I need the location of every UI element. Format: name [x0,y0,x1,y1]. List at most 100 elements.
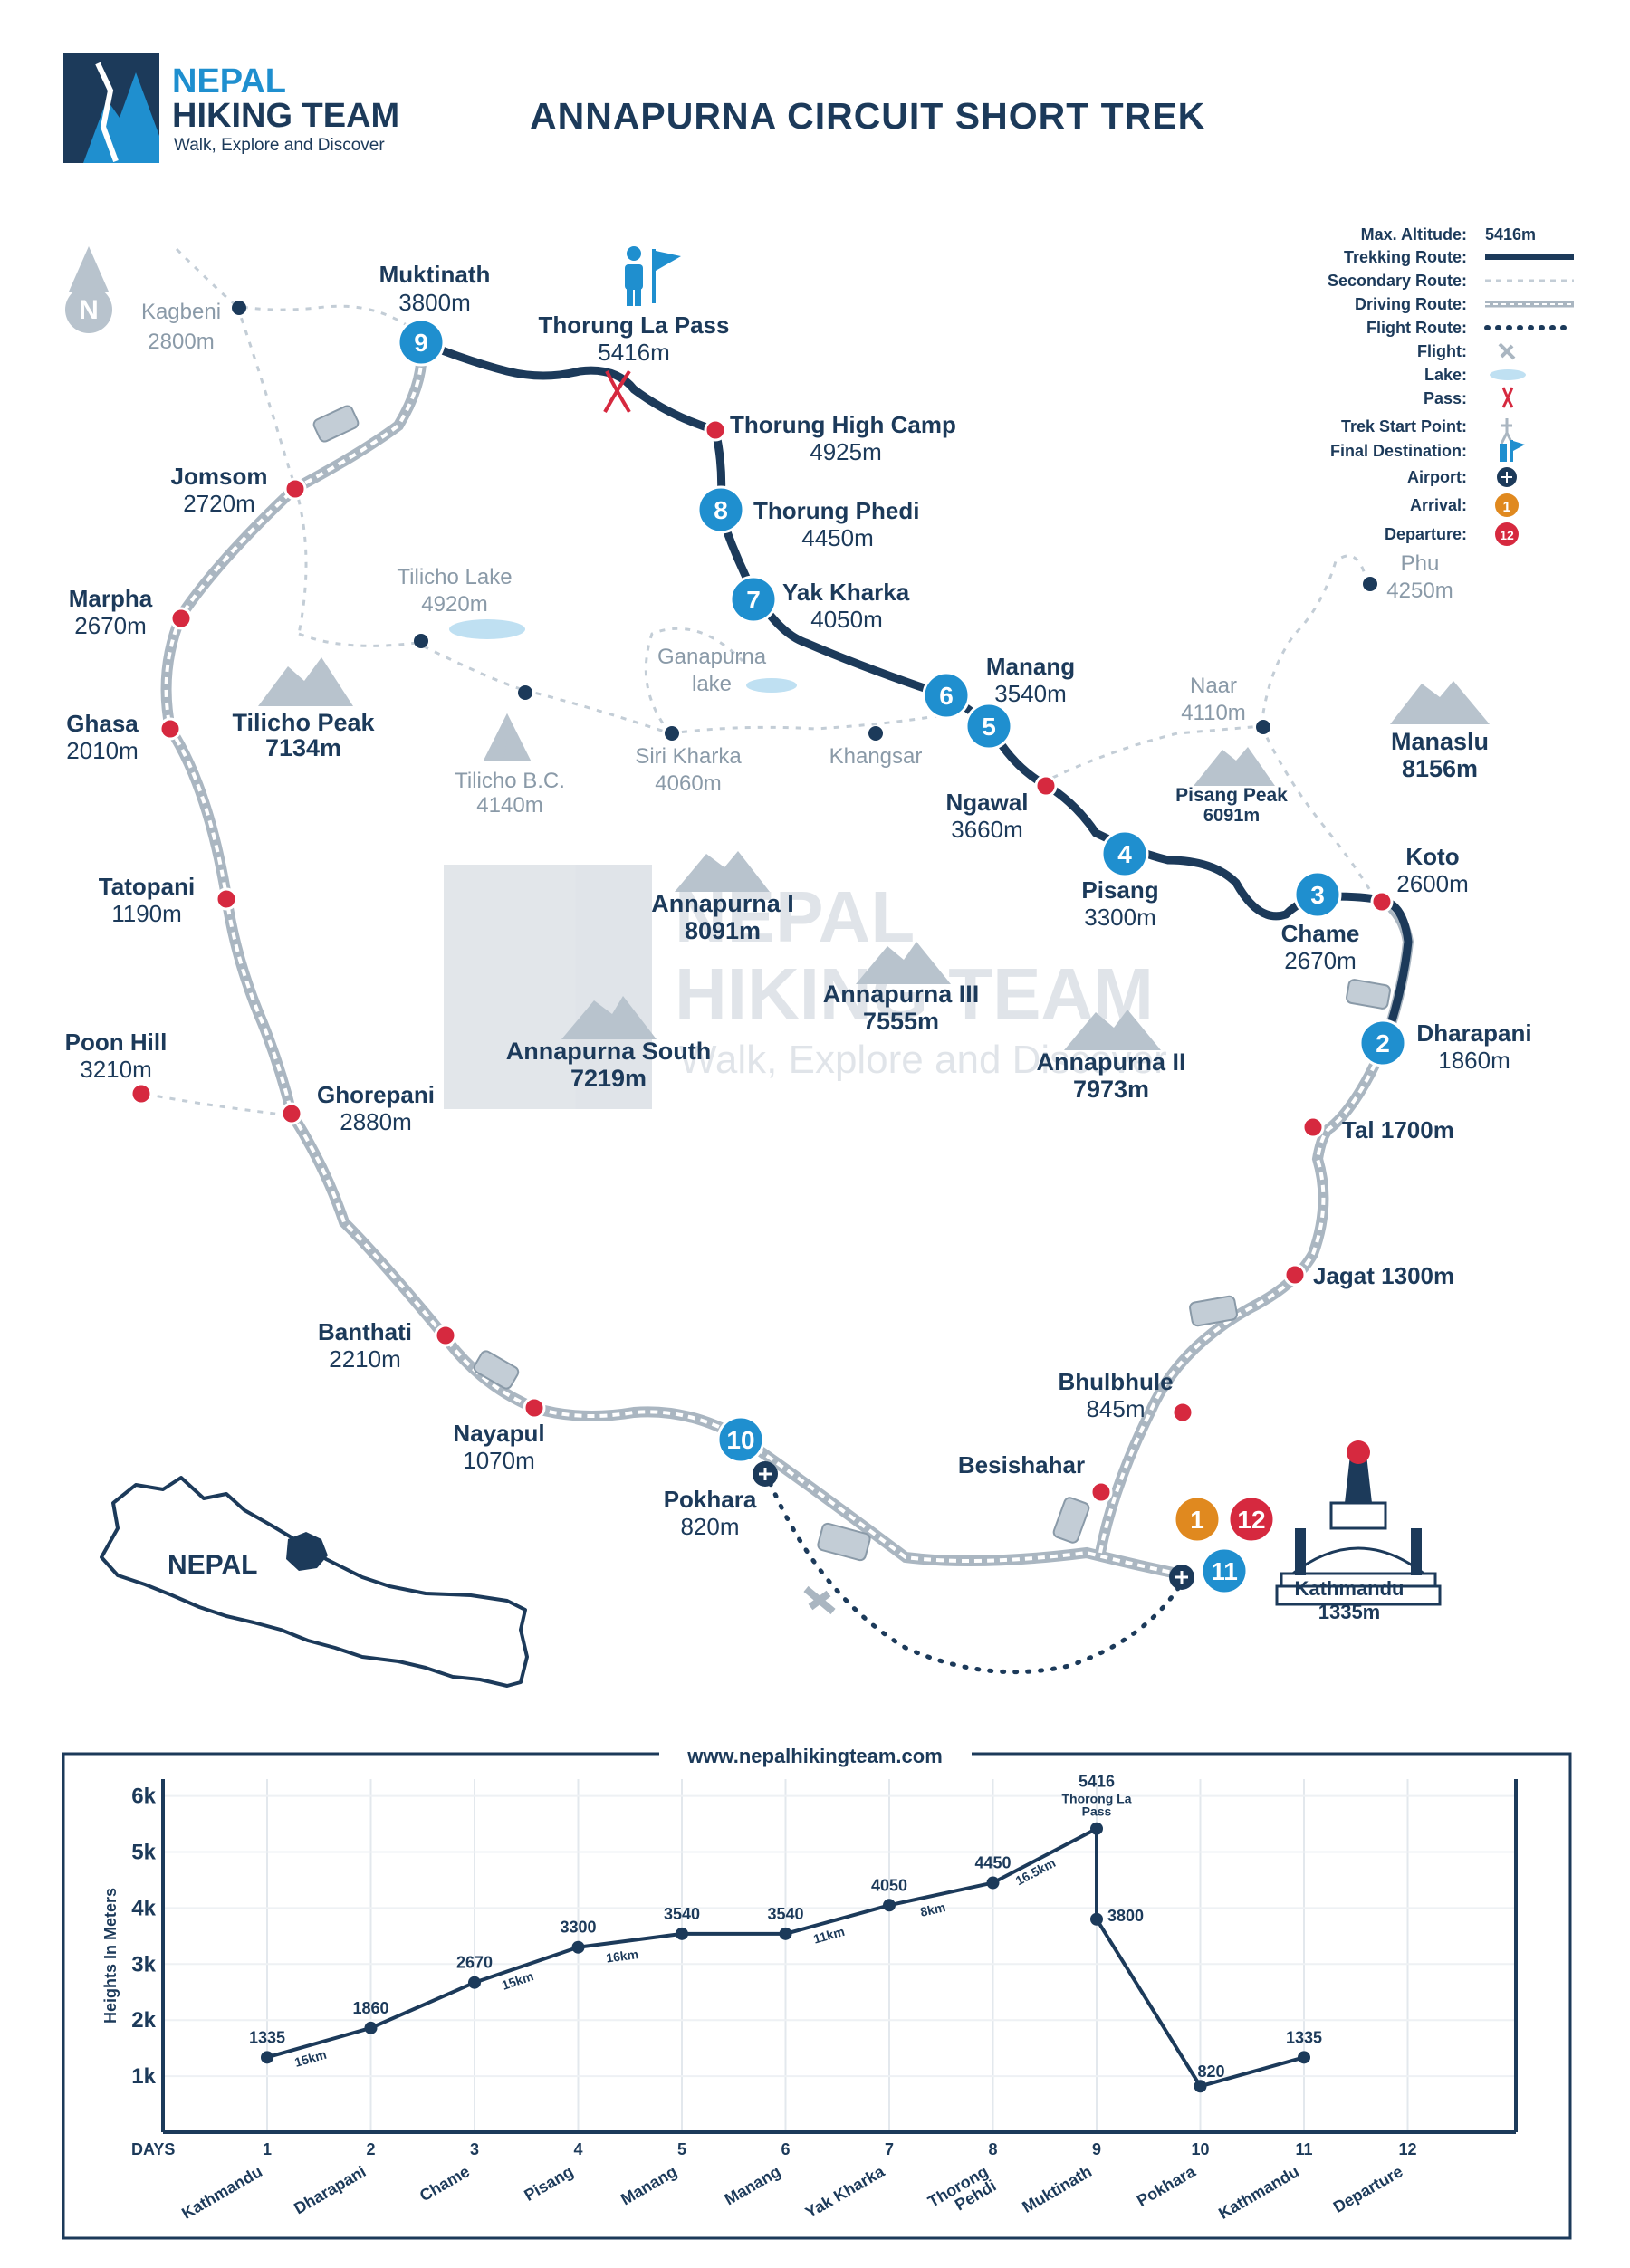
altitude-value-label: 5416 [1079,1773,1115,1791]
place-poon-hill-name: Poon Hill [65,1029,168,1056]
faded-siri-kharka-name: Siri Kharka [635,744,742,769]
altitude-value-label: 820 [1197,2062,1224,2081]
faded-siri-kharka-alt: 4060m [655,771,721,796]
altitude-point [1090,1912,1103,1926]
place-yak-kharka-name: Yak Kharka [782,579,910,606]
mountain-icon [258,657,353,706]
faded-tilicho-lake-alt: 4920m [421,592,487,617]
annapurna-region-icon [286,1532,328,1571]
logo-mountain-icon [83,72,159,163]
tent-icon [483,713,532,761]
day-marker-4-label: 4 [1117,840,1132,868]
place-pokhara-name: Pokhara [664,1486,757,1513]
brand-line1: NEPAL [172,62,286,100]
nepal-outline-icon [100,1476,529,1688]
place-chame-name: Chame [1281,920,1360,947]
x-name-label: Muktinath [1019,2162,1095,2216]
day-marker-10-label: 10 [726,1426,754,1454]
brand-tagline: Walk, Explore and Discover [174,136,385,155]
place-nayapul-name: Nayapul [453,1420,544,1447]
peak-pisang-alt: 6091m [1203,806,1260,826]
day-marker-9 [397,318,446,367]
legend-arrival: Arrival: [1410,496,1467,514]
faded-dots [232,301,1377,741]
x-name-label: Pokhara [1134,2162,1199,2210]
x-name-label: Dharapani [291,2162,369,2217]
day-marker-8 [696,485,745,534]
stop-dots [129,418,1394,1504]
altitude-value-label: 1335 [1286,2028,1322,2046]
legend-hiker-icon [1500,418,1514,445]
place-nayapul-alt: 1070m [463,1447,535,1474]
place-banthati-alt: 2210m [329,1345,401,1373]
altitude-point [468,1976,481,1989]
place-koto-alt: 2600m [1396,870,1469,897]
place-marpha-alt: 2670m [74,612,147,639]
faded-kagbeni-name: Kagbeni [141,300,221,324]
flight-route [762,1469,1189,1675]
pass-icon [603,369,631,414]
legend-driving: Driving Route: [1355,295,1467,313]
place-jomsom-name: Jomsom [171,463,268,490]
departure-marker [1227,1495,1276,1544]
plane-icon [803,1585,836,1615]
day-markers: 6 5 9 8 7 4 3 2 10 11 1 12 [397,318,1407,1595]
day-marker-5-label: 5 [982,713,996,741]
place-ngawal-alt: 3660m [951,816,1023,843]
x-name-text: Pokhara [1134,2162,1199,2210]
altitude-point [986,1876,1000,1890]
day-marker-3 [1293,870,1342,919]
legend-trek-start: Trek Start Point: [1341,417,1467,435]
x-tick-label: 4 [573,2140,582,2158]
peak-tilicho-name: Tilicho Peak [232,709,375,736]
place-chame-alt: 2670m [1284,947,1357,974]
peak-manaslu-alt: 8156m [1402,755,1478,782]
altitude-value-label: 4450 [974,1854,1011,1872]
x-name-label: Yak Kharka [802,2162,888,2222]
x-name-label: Kathmandu [178,2162,265,2223]
x-tick-label: 2 [366,2140,375,2158]
bus-icon [1052,1497,1090,1544]
pass-label: Pass [1082,1804,1112,1819]
altitude-line [266,1825,1305,2089]
faded-tilicho-lake-name: Tilicho Lake [397,565,512,589]
legend-plane-icon [1498,342,1516,360]
faded-naar-name: Naar [1190,674,1237,698]
x-tick-label: 8 [988,2140,997,2158]
place-ghorepani-name: Ghorepani [317,1081,435,1108]
peak-annapurna-2-name: Annapurna II [1036,1048,1185,1076]
place-poon-hill-alt: 3210m [80,1056,152,1083]
website-link[interactable]: www.nepalhikingteam.com [686,1745,943,1767]
legend-final-destination: Final Destination: [1330,442,1467,460]
faded-tilicho-bc-name: Tilicho B.C. [455,769,565,793]
ganapurna-lake-icon [746,678,797,693]
day-marker-6-label: 6 [939,682,954,710]
legend-max-altitude-value: 5416m [1485,225,1536,244]
jeep-icon [312,405,360,443]
x-name-text: Kathmandu [1215,2162,1302,2223]
brand-line2: HIKING TEAM [172,97,399,135]
y-tick-label: 3k [131,1952,156,1976]
altitude-point [779,1927,792,1940]
page-title: ANNAPURNA CIRCUIT SHORT TREK [530,95,1205,137]
chart-xlabel: DAYS [131,2140,175,2158]
chart-grid [163,1779,1516,2132]
place-ghasa-alt: 2010m [66,737,139,764]
peak-annapurna-1-alt: 8091m [685,917,761,944]
faded-ganapurna-name: Ganapurna [657,645,767,669]
place-phedi-alt: 4450m [801,524,874,551]
legend-airport: Airport: [1407,468,1467,486]
chart-ylabel: Heights In Meters [101,1888,120,2024]
legend-secondary: Secondary Route: [1328,272,1467,290]
place-labels: Muktinath 3800m Thorung La Pass 5416m Th… [65,261,1532,1623]
segment-distance-label: 11km [811,1924,846,1947]
altitude-value-label: 3540 [664,1905,700,1923]
chart-frame [62,1752,1572,2240]
altitude-value-label: 4050 [871,1876,907,1894]
place-marpha-name: Marpha [69,585,153,612]
x-name-label: Manang [722,2162,784,2208]
x-name-text: Dharapani [291,2162,369,2217]
x-name-label: Pisang [521,2162,576,2205]
day-marker-7 [729,575,778,624]
altitude-point [571,1940,585,1954]
